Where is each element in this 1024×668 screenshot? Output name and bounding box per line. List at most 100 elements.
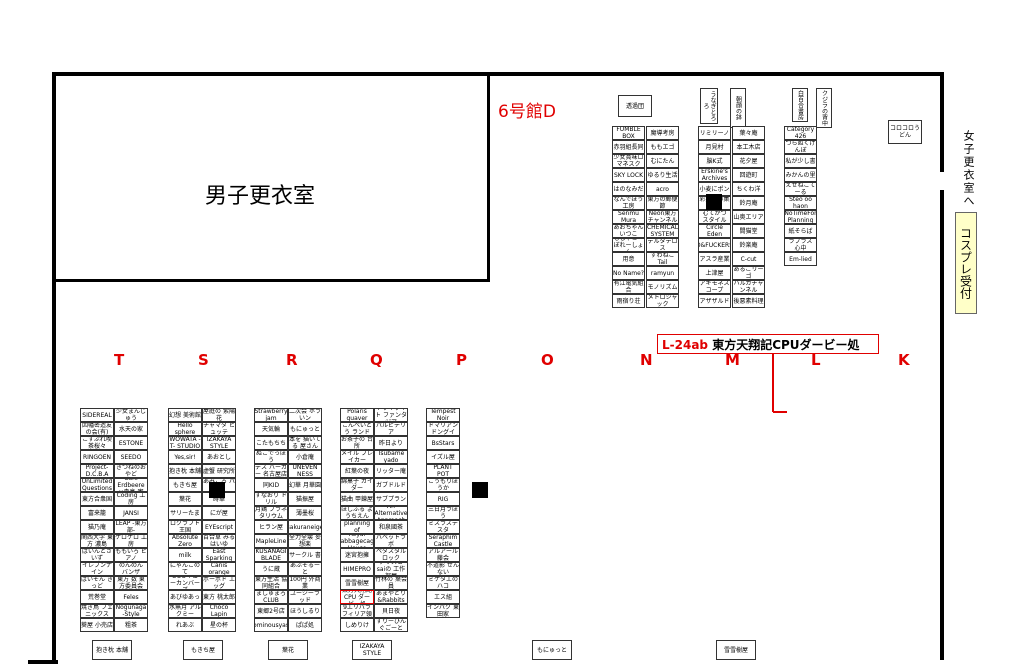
lower-booth-24[interactable]: LEAP -東方部- [114,520,148,534]
lower-booth-130[interactable]: BsStars [426,436,460,450]
lower-booth-119[interactable]: An Alternative Approach [374,506,408,520]
top-booth-25[interactable]: メトロジャック [646,294,679,308]
lower-booth-5[interactable]: UnLimited Questions [80,478,114,492]
lower-booth-87[interactable]: 薄墨桜 [288,506,322,520]
lower-booth-91[interactable]: あぶそるーと [288,562,322,576]
top-booth-20[interactable]: CHEMICAL SYSTEM [646,224,679,238]
top-booth-header-1[interactable]: うなぎとろろ [700,88,718,124]
lower-booth-11[interactable]: イレブンナイン [80,562,114,576]
lower-booth-1[interactable]: 因幡密造友の会(有) [80,422,114,436]
lower-booth-84[interactable]: UNEVEN NESS [288,464,322,478]
top-booth-34[interactable]: D&FUCKERS [698,238,731,252]
lower-booth-14[interactable]: 焼き鳥 フェニックス [80,604,114,618]
top-booth-23[interactable]: ramyun [646,266,679,280]
lower-booth-122[interactable]: ペダスタル ロック [374,548,408,562]
lower-booth-64[interactable]: Strawberry jam [254,408,288,422]
lower-booth-27[interactable]: のんのん バンザ [114,562,148,576]
top-booth-39[interactable]: 葉々庵 [732,126,765,140]
lower-booth-138[interactable]: アルアール 藤会 [426,548,460,562]
top-booth-41[interactable]: 花夕屋 [732,154,765,168]
lower-booth-80[interactable]: 二次会 ホラいン [288,408,322,422]
top-booth-5[interactable]: なんでぼう工房 [612,196,645,210]
top-booth-10[interactable]: No Name? [612,266,645,280]
lower-booth-7[interactable]: 富来籠 [80,506,114,520]
lower-booth-9[interactable]: 関西大学 東方 濃島 [80,534,114,548]
lower-booth-110[interactable]: 9エリパラ フィリア領 [340,604,374,618]
top-booth-55[interactable]: みかんの里 [784,168,817,182]
top-booth-59[interactable]: 紙そらば [784,224,817,238]
top-booth-header-4[interactable]: クジラの背中 [816,88,832,128]
lower-booth-36[interactable]: 抱き枕 本舗 [168,464,202,478]
lower-booth-120[interactable]: 和泉國茶 [374,520,408,534]
lower-booth-127[interactable]: すりーぴん ぐごーと [374,618,408,632]
lower-booth-123[interactable]: アリスと saiの 工作部屋 [374,562,408,576]
lower-booth-6[interactable]: 東方合衆国 [80,492,114,506]
lower-booth-60[interactable]: ボーボド エッグ [202,576,236,590]
lower-booth-59[interactable]: Canis orange [202,562,236,576]
endcap-booth-cap-3[interactable]: IZAKAYA STYLE [352,640,392,660]
lower-booth-63[interactable]: 星の杯 [202,618,236,632]
top-booth-26[interactable]: リミリーノ [698,126,731,140]
lower-booth-44[interactable]: OOOキューカンバーズ [168,576,202,590]
lower-booth-29[interactable]: Feles [114,590,148,604]
lower-booth-121[interactable]: バベットラボ [374,534,408,548]
lower-booth-125[interactable]: あまやどり &Rabbits [374,590,408,604]
lower-booth-56[interactable]: EYEscript [202,520,236,534]
top-booth-46[interactable]: 間猫堂 [732,224,765,238]
lower-booth-31[interactable]: 粗茶 [114,618,148,632]
top-booth-49[interactable]: あるごリーゴ [732,266,765,280]
lower-booth-34[interactable]: WOWATA -T- STUDIO [168,436,202,450]
top-booth-45[interactable]: 山奥エリア [732,210,765,224]
endcap-booth-cap-4[interactable]: もにゅっと [532,640,572,660]
lower-booth-26[interactable]: ももいろ ピアノ [114,548,148,562]
lower-booth-66[interactable]: こたもちち [254,436,288,450]
lower-booth-133[interactable]: こうもりぼうか [426,478,460,492]
lower-booth-112[interactable]: トワイライト ファンタジア [374,408,408,422]
top-booth-33[interactable]: Circle Eden [698,224,731,238]
lower-booth-86[interactable]: 猫振屋 [288,492,322,506]
lower-booth-62[interactable]: Choco Lapin [202,604,236,618]
lower-booth-139[interactable]: 不道影 ぜんない [426,562,460,576]
lower-booth-2[interactable]: こすぷれ喫茶桜々 [80,436,114,450]
highlight-callout[interactable]: L-24ab 東方天翔記CPUダービー処 [657,334,879,354]
lower-booth-114[interactable]: 昨日より [374,436,408,450]
lower-booth-3[interactable]: RINGOEN [80,450,114,464]
lower-booth-38[interactable]: 葉花 [168,492,202,506]
lower-booth-81[interactable]: もにゅっと [288,422,322,436]
lower-booth-45[interactable]: あびゆあっ [168,590,202,604]
lower-booth-93[interactable]: ユージーラッド [288,590,322,604]
top-booth-38[interactable]: アザザルド [698,294,731,308]
lower-booth-0[interactable]: SIDEREAL [80,408,114,422]
top-booth-1[interactable]: 赤羽組長同 [612,140,645,154]
lower-booth-97[interactable]: こんべいとう ランド [340,422,374,436]
lower-booth-72[interactable]: ヒラン屋 [254,520,288,534]
lower-booth-132[interactable]: PLANT POT [426,464,460,478]
lower-booth-30[interactable]: Nogunaga -Style [114,604,148,618]
top-booth-header-3[interactable]: 白百合書房 [792,88,808,122]
lower-booth-131[interactable]: イズル屋 [426,450,460,464]
lower-booth-55[interactable]: にが屋 [202,506,236,520]
lower-booth-33[interactable]: Hello sphere [168,422,202,436]
lower-booth-124[interactable]: 竹林の 葉会員 [374,576,408,590]
lower-booth-65[interactable]: 天気輪 [254,422,288,436]
lower-booth-12[interactable]: ばいそん きっど [80,576,114,590]
top-booth-48[interactable]: C-cut [732,252,765,266]
cosplay-reception[interactable]: コスプレ受付 [955,212,977,314]
top-booth-header-5[interactable]: コロコロうどん [888,120,922,144]
top-booth-6[interactable]: Senmu Mura [612,210,645,224]
lower-booth-109[interactable]: 東方天翔記 CPU ダービー処 [340,590,374,604]
lower-booth-39[interactable]: サリーたま [168,506,202,520]
lower-booth-76[interactable]: 東方生活 協同組合 [254,576,288,590]
top-booth-42[interactable]: 回遊町 [732,168,765,182]
lower-booth-23[interactable]: JANSI [114,506,148,520]
top-booth-16[interactable]: ゆるり生活 [646,168,679,182]
lower-booth-37[interactable]: もきち屋 [168,478,202,492]
lower-booth-42[interactable]: milk [168,548,202,562]
lower-booth-41[interactable]: Absolute Zero [168,534,202,548]
lower-booth-118[interactable]: サブプラン [374,492,408,506]
lower-booth-135[interactable]: 三日月ラぼう [426,506,460,520]
top-booth-36[interactable]: 上津屋 [698,266,731,280]
lower-booth-126[interactable]: 貝日夜 [374,604,408,618]
lower-booth-50[interactable]: IZAKAYA STYLE [202,436,236,450]
top-booth-12[interactable]: 雨宿り荘 [612,294,645,308]
